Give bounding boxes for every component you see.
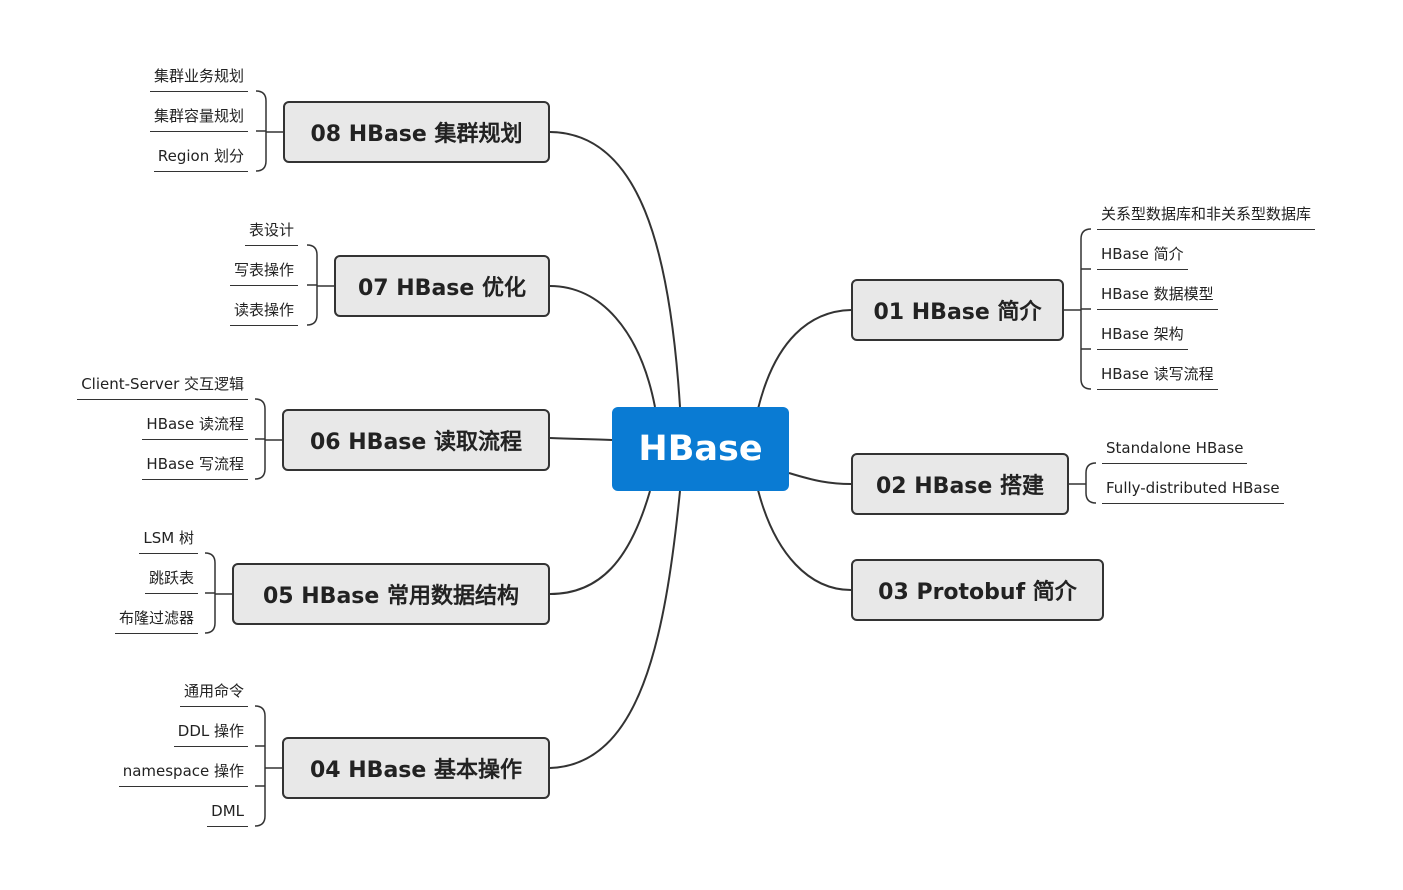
subtopic-read-table-ops[interactable]: 读表操作	[229, 300, 298, 326]
subtopic-hbase-write-process[interactable]: HBase 写流程	[142, 454, 248, 480]
subtopic-write-table-ops[interactable]: 写表操作	[229, 260, 298, 286]
topic-02-hbase-setup[interactable]: 02 HBase 搭建	[851, 453, 1069, 515]
topic-07-hbase-optimization[interactable]: 07 HBase 优化	[334, 255, 550, 317]
connector-central-02	[788, 472, 852, 485]
topic-04-hbase-basic-ops[interactable]: 04 HBase 基本操作	[282, 737, 550, 799]
subtopic-rdbms-vs-nosql[interactable]: 关系型数据库和非关系型数据库	[1097, 204, 1316, 230]
subtopic-cluster-business-planning[interactable]: 集群业务规划	[149, 66, 248, 92]
subtopic-hbase-read-process[interactable]: HBase 读流程	[142, 414, 248, 440]
topic-05-hbase-data-structures[interactable]: 05 HBase 常用数据结构	[232, 563, 550, 625]
subtopic-bloom-filter[interactable]: 布隆过滤器	[114, 608, 198, 634]
subtopic-dml[interactable]: DML	[207, 801, 248, 827]
subtopic-hbase-intro[interactable]: HBase 简介	[1097, 244, 1188, 270]
subtopic-hbase-rw-flow[interactable]: HBase 读写流程	[1097, 364, 1218, 390]
topic-08-hbase-cluster-planning[interactable]: 08 HBase 集群规划	[283, 101, 550, 163]
subtopic-fully-distributed-hbase[interactable]: Fully-distributed HBase	[1102, 478, 1284, 504]
connector-central-08	[549, 131, 681, 408]
subtopic-namespace-ops[interactable]: namespace 操作	[118, 761, 248, 787]
topic-01-hbase-intro[interactable]: 01 HBase 简介	[851, 279, 1064, 341]
connector-04-subs-bracket	[254, 705, 266, 827]
topic-03-protobuf-intro[interactable]: 03 Protobuf 简介	[851, 559, 1104, 621]
subtopic-lsm-tree[interactable]: LSM 树	[139, 528, 198, 554]
subtopic-table-design[interactable]: 表设计	[244, 220, 298, 246]
connector-central-05	[549, 490, 651, 595]
topic-06-hbase-read-flow[interactable]: 06 HBase 读取流程	[282, 409, 550, 471]
subtopic-general-commands[interactable]: 通用命令	[179, 681, 248, 707]
subtopic-region-split[interactable]: Region 划分	[153, 146, 248, 172]
subtopic-hbase-data-model[interactable]: HBase 数据模型	[1097, 284, 1218, 310]
connector-central-01	[757, 309, 852, 410]
subtopic-hbase-architecture[interactable]: HBase 架构	[1097, 324, 1188, 350]
subtopic-standalone-hbase[interactable]: Standalone HBase	[1102, 438, 1248, 464]
connector-central-04	[549, 490, 681, 769]
connector-central-03	[757, 489, 852, 591]
central-topic-hbase[interactable]: HBase	[612, 407, 789, 491]
connector-central-07	[549, 285, 656, 408]
subtopic-client-server-logic[interactable]: Client-Server 交互逻辑	[77, 374, 248, 400]
subtopic-ddl-ops[interactable]: DDL 操作	[173, 721, 248, 747]
subtopic-skip-list[interactable]: 跳跃表	[144, 568, 198, 594]
connector-central-06	[549, 437, 613, 441]
subtopic-cluster-capacity-planning[interactable]: 集群容量规划	[149, 106, 248, 132]
connector-02-subs-bracket	[1085, 462, 1097, 504]
